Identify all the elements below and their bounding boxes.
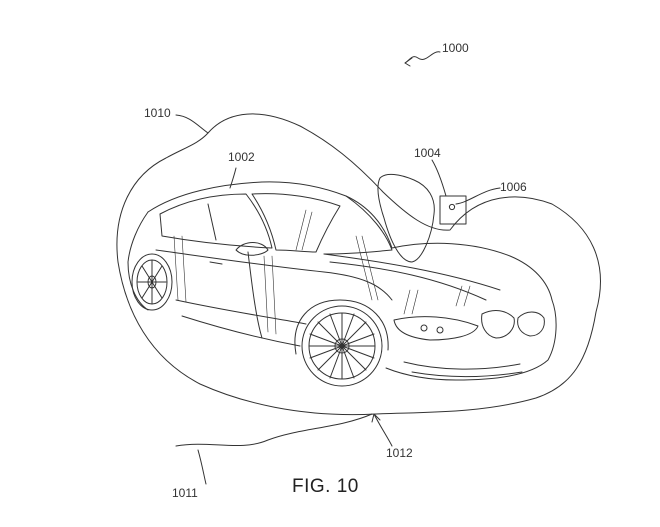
label-1011: 1011 (172, 486, 198, 500)
region-boundary (117, 114, 601, 415)
path-curve (176, 414, 372, 446)
label-1010: 1010 (144, 106, 171, 120)
label-1004: 1004 (414, 146, 441, 160)
region-leader (176, 115, 208, 133)
label-1000: 1000 (442, 41, 469, 55)
path-leader (198, 450, 206, 484)
front-wheel (295, 300, 388, 386)
sensor-box (440, 196, 466, 224)
label-1002: 1002 (228, 150, 255, 164)
vehicle (128, 182, 556, 386)
figure-caption: FIG. 10 (292, 476, 359, 498)
label-1012: 1012 (386, 446, 413, 460)
rear-wheel (132, 254, 172, 310)
device-outline (378, 174, 434, 262)
point-leader (374, 414, 392, 446)
system-arrow (405, 52, 440, 66)
label-1006: 1006 (500, 180, 527, 194)
device-leader (432, 160, 446, 196)
